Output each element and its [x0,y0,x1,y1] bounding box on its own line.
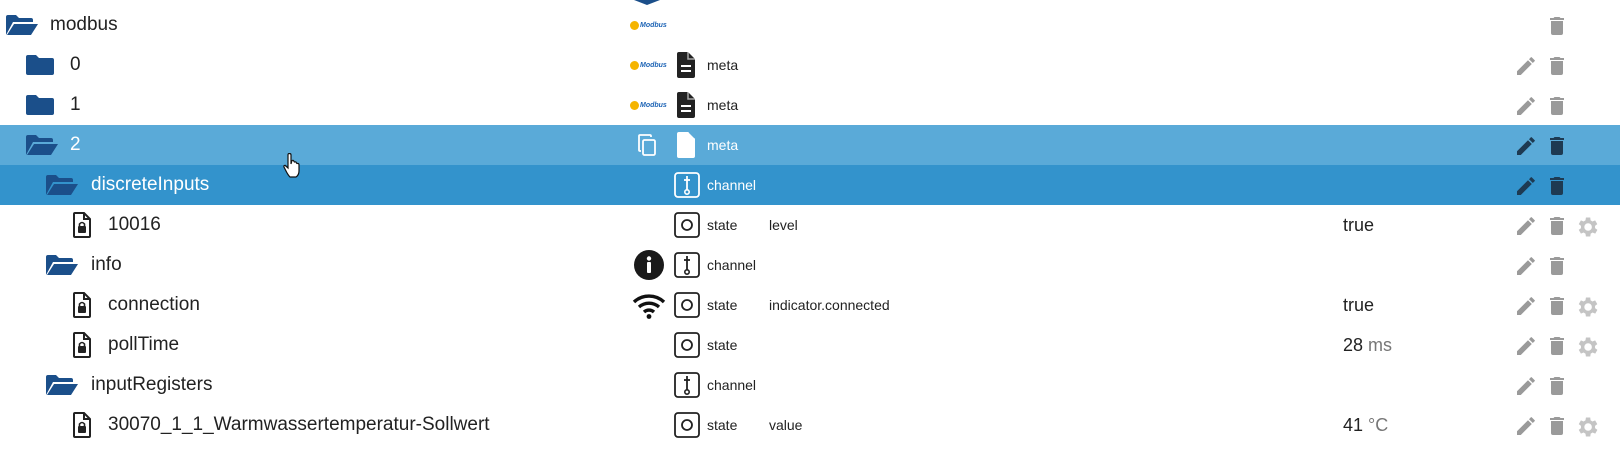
row-name: 10016 [108,214,161,235]
locked-document-icon [72,292,92,318]
modbus-logo: Modbus [630,97,668,113]
state-icon [674,212,700,238]
row-value: true [1343,294,1375,315]
meta-document-icon [676,92,696,118]
row-value: 41 °C [1343,414,1389,435]
expand-chevron-icon [634,0,660,5]
row-name: inputRegisters [91,374,213,395]
tree-row-connection[interactable]: connection state indicator.connected tru… [0,285,1620,325]
folder-open-icon[interactable] [45,174,79,196]
info-icon [634,250,664,280]
row-type: meta [707,137,739,153]
mouse-pointer-icon [283,153,300,178]
row-type: state [707,417,738,433]
locked-document-icon [72,412,92,438]
tree-row-pollTime[interactable]: pollTime state 28 ms [0,325,1620,365]
settings-gear-icon[interactable] [1574,294,1600,320]
state-icon [674,412,700,438]
settings-gear-icon[interactable] [1574,214,1600,240]
tree-row-0[interactable]: 0 Modbus meta [0,45,1620,85]
channel-icon [674,372,700,398]
folder-open-icon[interactable] [25,134,59,156]
row-name: 1 [70,94,81,115]
state-icon [674,332,700,358]
folder-open-icon[interactable] [5,14,39,36]
delete-icon[interactable] [1545,214,1569,238]
edit-icon[interactable] [1514,214,1538,238]
copy-icon[interactable] [635,133,659,157]
edit-icon[interactable] [1514,174,1538,198]
row-type: state [707,297,738,313]
folder-icon[interactable] [25,54,55,76]
tree-row-info[interactable]: info channel [0,245,1620,285]
edit-icon[interactable] [1514,294,1538,318]
folder-open-icon[interactable] [45,374,79,396]
delete-icon[interactable] [1545,254,1569,278]
folder-icon[interactable] [25,94,55,116]
tree-row-discreteInputs[interactable]: discreteInputs channel [0,165,1620,205]
settings-gear-icon[interactable] [1574,334,1600,360]
object-tree: modbus Modbus 0 Modbus meta 1 Modbus met… [0,5,1620,445]
delete-icon[interactable] [1545,374,1569,398]
edit-icon[interactable] [1514,54,1538,78]
settings-gear-icon[interactable] [1574,414,1600,440]
folder-open-icon[interactable] [45,254,79,276]
edit-icon[interactable] [1514,254,1538,278]
row-value: 28 ms [1343,334,1393,355]
state-icon [674,292,700,318]
tree-row-modbus[interactable]: modbus Modbus [0,5,1620,45]
delete-icon[interactable] [1545,54,1569,78]
row-unit: °C [1368,414,1389,435]
row-type: meta [707,57,739,73]
edit-icon[interactable] [1514,134,1538,158]
modbus-logo: Modbus [630,17,668,33]
delete-icon[interactable] [1545,174,1569,198]
delete-icon[interactable] [1545,134,1569,158]
row-value: true [1343,214,1375,235]
row-name: 0 [70,54,81,75]
tree-row-inputRegisters[interactable]: inputRegisters channel [0,365,1620,405]
row-type: channel [707,257,757,273]
row-name: pollTime [108,334,180,355]
tree-row-2[interactable]: 2 meta [0,125,1620,165]
channel-icon [674,172,700,198]
wifi-icon [632,294,666,319]
modbus-logo: Modbus [630,57,668,73]
locked-document-icon [72,332,92,358]
channel-icon [674,252,700,278]
delete-icon[interactable] [1545,94,1569,118]
edit-icon[interactable] [1514,374,1538,398]
row-name: modbus [50,14,118,35]
delete-icon[interactable] [1545,414,1569,438]
row-type: state [707,337,738,353]
delete-icon[interactable] [1545,294,1569,318]
meta-document-icon [676,52,696,78]
tree-row-10016[interactable]: 10016 state level true [0,205,1620,245]
edit-icon[interactable] [1514,334,1538,358]
row-role: indicator.connected [769,297,890,313]
meta-document-icon [676,132,696,158]
row-name: 2 [70,134,81,155]
delete-icon[interactable] [1545,334,1569,358]
tree-row-30070[interactable]: 30070_1_1_Warmwassertemperatur-Sollwert … [0,405,1620,445]
row-role: value [769,417,803,433]
row-name: 30070_1_1_Warmwassertemperatur-Sollwert [108,414,490,435]
row-unit: ms [1368,334,1393,355]
tree-row-1[interactable]: 1 Modbus meta [0,85,1620,125]
row-name: connection [108,294,200,315]
delete-icon[interactable] [1545,14,1569,38]
edit-icon[interactable] [1514,414,1538,438]
row-role: level [769,217,798,233]
row-type: meta [707,97,739,113]
edit-icon[interactable] [1514,94,1538,118]
locked-document-icon [72,212,92,238]
row-type: channel [707,177,757,193]
row-name: discreteInputs [91,174,210,195]
row-type: state [707,217,738,233]
row-type: channel [707,377,757,393]
row-name: info [91,254,122,275]
